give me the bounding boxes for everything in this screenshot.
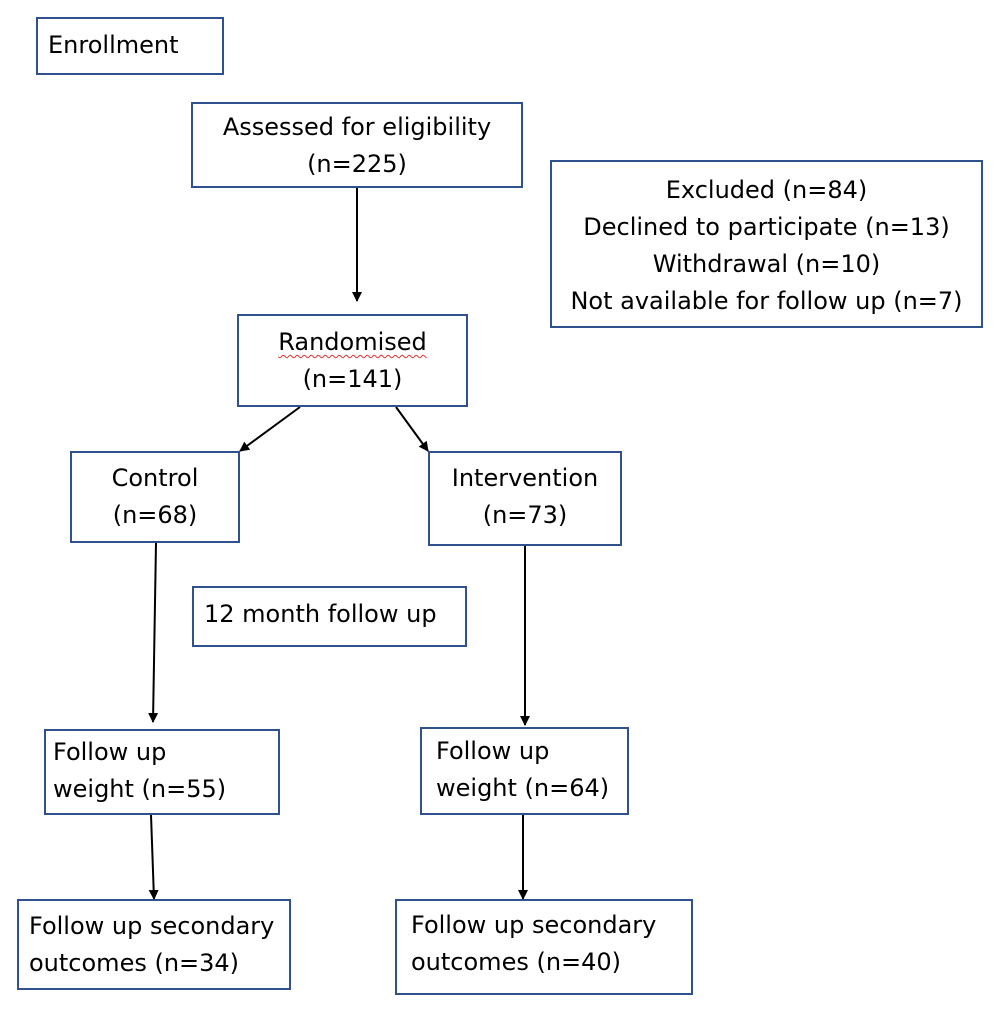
- randomised-label: Randomised: [278, 328, 427, 356]
- arrow-randomised-to-control: [239, 406, 301, 452]
- randomised-box: Randomised (n=141): [237, 314, 468, 407]
- control-secondary-label: Follow up secondary: [29, 912, 275, 940]
- followup-period-label: 12 month follow up: [204, 600, 437, 628]
- control-weight-box: Follow up weight (n=55): [44, 729, 280, 815]
- intervention-weight-label: Follow up: [436, 737, 550, 765]
- control-weight-count: weight (n=55): [53, 775, 227, 803]
- assessed-count: (n=225): [307, 150, 407, 178]
- control-label: Control: [111, 464, 199, 492]
- assessed-label: Assessed for eligibility: [222, 113, 492, 141]
- randomised-count: (n=141): [302, 365, 403, 393]
- excluded-declined: Declined to participate (n=13): [583, 213, 950, 241]
- excluded-not-available: Not available for follow up (n=7): [570, 287, 963, 315]
- intervention-weight-count: weight (n=64): [436, 774, 610, 802]
- control-count: (n=68): [112, 501, 198, 529]
- intervention-secondary-label: Follow up secondary: [411, 911, 657, 939]
- control-secondary-count: outcomes (n=34): [29, 949, 240, 977]
- assessed-box: Assessed for eligibility (n=225): [191, 102, 523, 188]
- control-secondary-box: Follow up secondary outcomes (n=34): [17, 899, 291, 990]
- arrow-randomised-to-intervention: [395, 406, 429, 452]
- excluded-withdrawal: Withdrawal (n=10): [652, 250, 881, 278]
- control-weight-label: Follow up: [53, 738, 167, 766]
- control-box: Control (n=68): [70, 451, 240, 543]
- excluded-total: Excluded (n=84): [665, 176, 868, 204]
- intervention-weight-box: Follow up weight (n=64): [420, 727, 629, 815]
- intervention-count: (n=73): [482, 501, 568, 529]
- intervention-secondary-box: Follow up secondary outcomes (n=40): [395, 899, 693, 995]
- followup-period-box: 12 month follow up: [192, 586, 467, 647]
- arrow-control-weight-to-secondary: [148, 814, 159, 900]
- enrollment-label: Enrollment: [48, 31, 179, 59]
- enrollment-box: Enrollment: [36, 17, 224, 75]
- excluded-box: Excluded (n=84) Declined to participate …: [550, 160, 983, 328]
- intervention-label: Intervention: [451, 464, 599, 492]
- arrow-control-to-weight: [148, 542, 159, 723]
- intervention-box: Intervention (n=73): [428, 451, 622, 546]
- intervention-secondary-count: outcomes (n=40): [411, 948, 622, 976]
